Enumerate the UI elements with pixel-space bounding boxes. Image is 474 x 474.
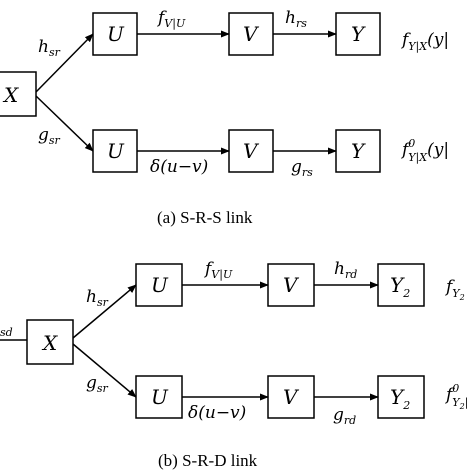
panel-a: X U V Y U V Y hsr gsr fV|U hrs δ(u−v) gr… — [0, 8, 449, 227]
node-y-top-label: Y2 — [390, 273, 410, 300]
caption-a: (a) S-R-S link — [157, 208, 253, 227]
edge-label-delta-a: δ(u−v) — [150, 157, 208, 177]
panel-b: sd X U V Y2 U V Y2 hsr gsr fV|U hrd δ(u−… — [0, 259, 468, 470]
edge-label-h-rd: hrd — [334, 259, 357, 281]
edge-label-h-sr: hsr — [38, 37, 61, 59]
node-u-bot-label: U — [151, 385, 169, 409]
node-u-top-label: U — [151, 273, 169, 297]
edge-label-h-sr: hsr — [86, 287, 109, 309]
output-density-top-a: fY|X(y| — [400, 30, 449, 54]
caption-b: (b) S-R-D link — [158, 451, 258, 470]
node-v-top-box — [267, 263, 315, 307]
edge-x-to-u-top — [72, 284, 137, 339]
node-u-top-box — [92, 12, 138, 56]
edge-label-g-sr: gsr — [86, 373, 109, 395]
edge-label-g-rs: grs — [291, 157, 313, 179]
edge-x-to-u-bot — [72, 343, 137, 398]
node-v-bot-label: V — [283, 385, 300, 409]
node-v-top-label: V — [283, 273, 300, 297]
edge-label-f-v-u: fV|U — [203, 259, 233, 282]
node-x-box — [26, 319, 74, 365]
edge-label-delta-b: δ(u−v) — [188, 403, 246, 423]
edge-label-h-rs: hrs — [285, 8, 307, 30]
node-y-bot-label: Y — [351, 139, 366, 163]
node-v-top-box — [228, 12, 274, 56]
node-x-label: X — [41, 331, 58, 355]
node-y-top-label: Y — [351, 22, 366, 46]
node-x-label: X — [2, 83, 19, 107]
edge-label-g-sr: gsr — [38, 125, 61, 147]
node-v-bot-label: V — [243, 139, 260, 163]
output-density-top-b: fY2 — [444, 277, 465, 302]
edge-label-f-sd-partial: sd — [0, 326, 13, 339]
node-v-top-label: V — [243, 22, 260, 46]
node-u-top-label: U — [107, 22, 125, 46]
edge-label-f-v-u: fV|U — [156, 8, 186, 31]
node-y-bot-label: Y2 — [390, 385, 410, 412]
node-y-top-box — [335, 12, 381, 56]
edge-x-to-u-bot — [35, 95, 94, 152]
node-u-bot-label: U — [107, 139, 125, 163]
node-x-box — [0, 71, 37, 117]
node-y-top-box — [377, 263, 425, 307]
edge-label-g-rd: grd — [333, 405, 356, 427]
node-v-bot-box — [267, 375, 315, 419]
node-y-bot-box — [377, 375, 425, 419]
edge-x-to-u-top — [35, 33, 94, 93]
